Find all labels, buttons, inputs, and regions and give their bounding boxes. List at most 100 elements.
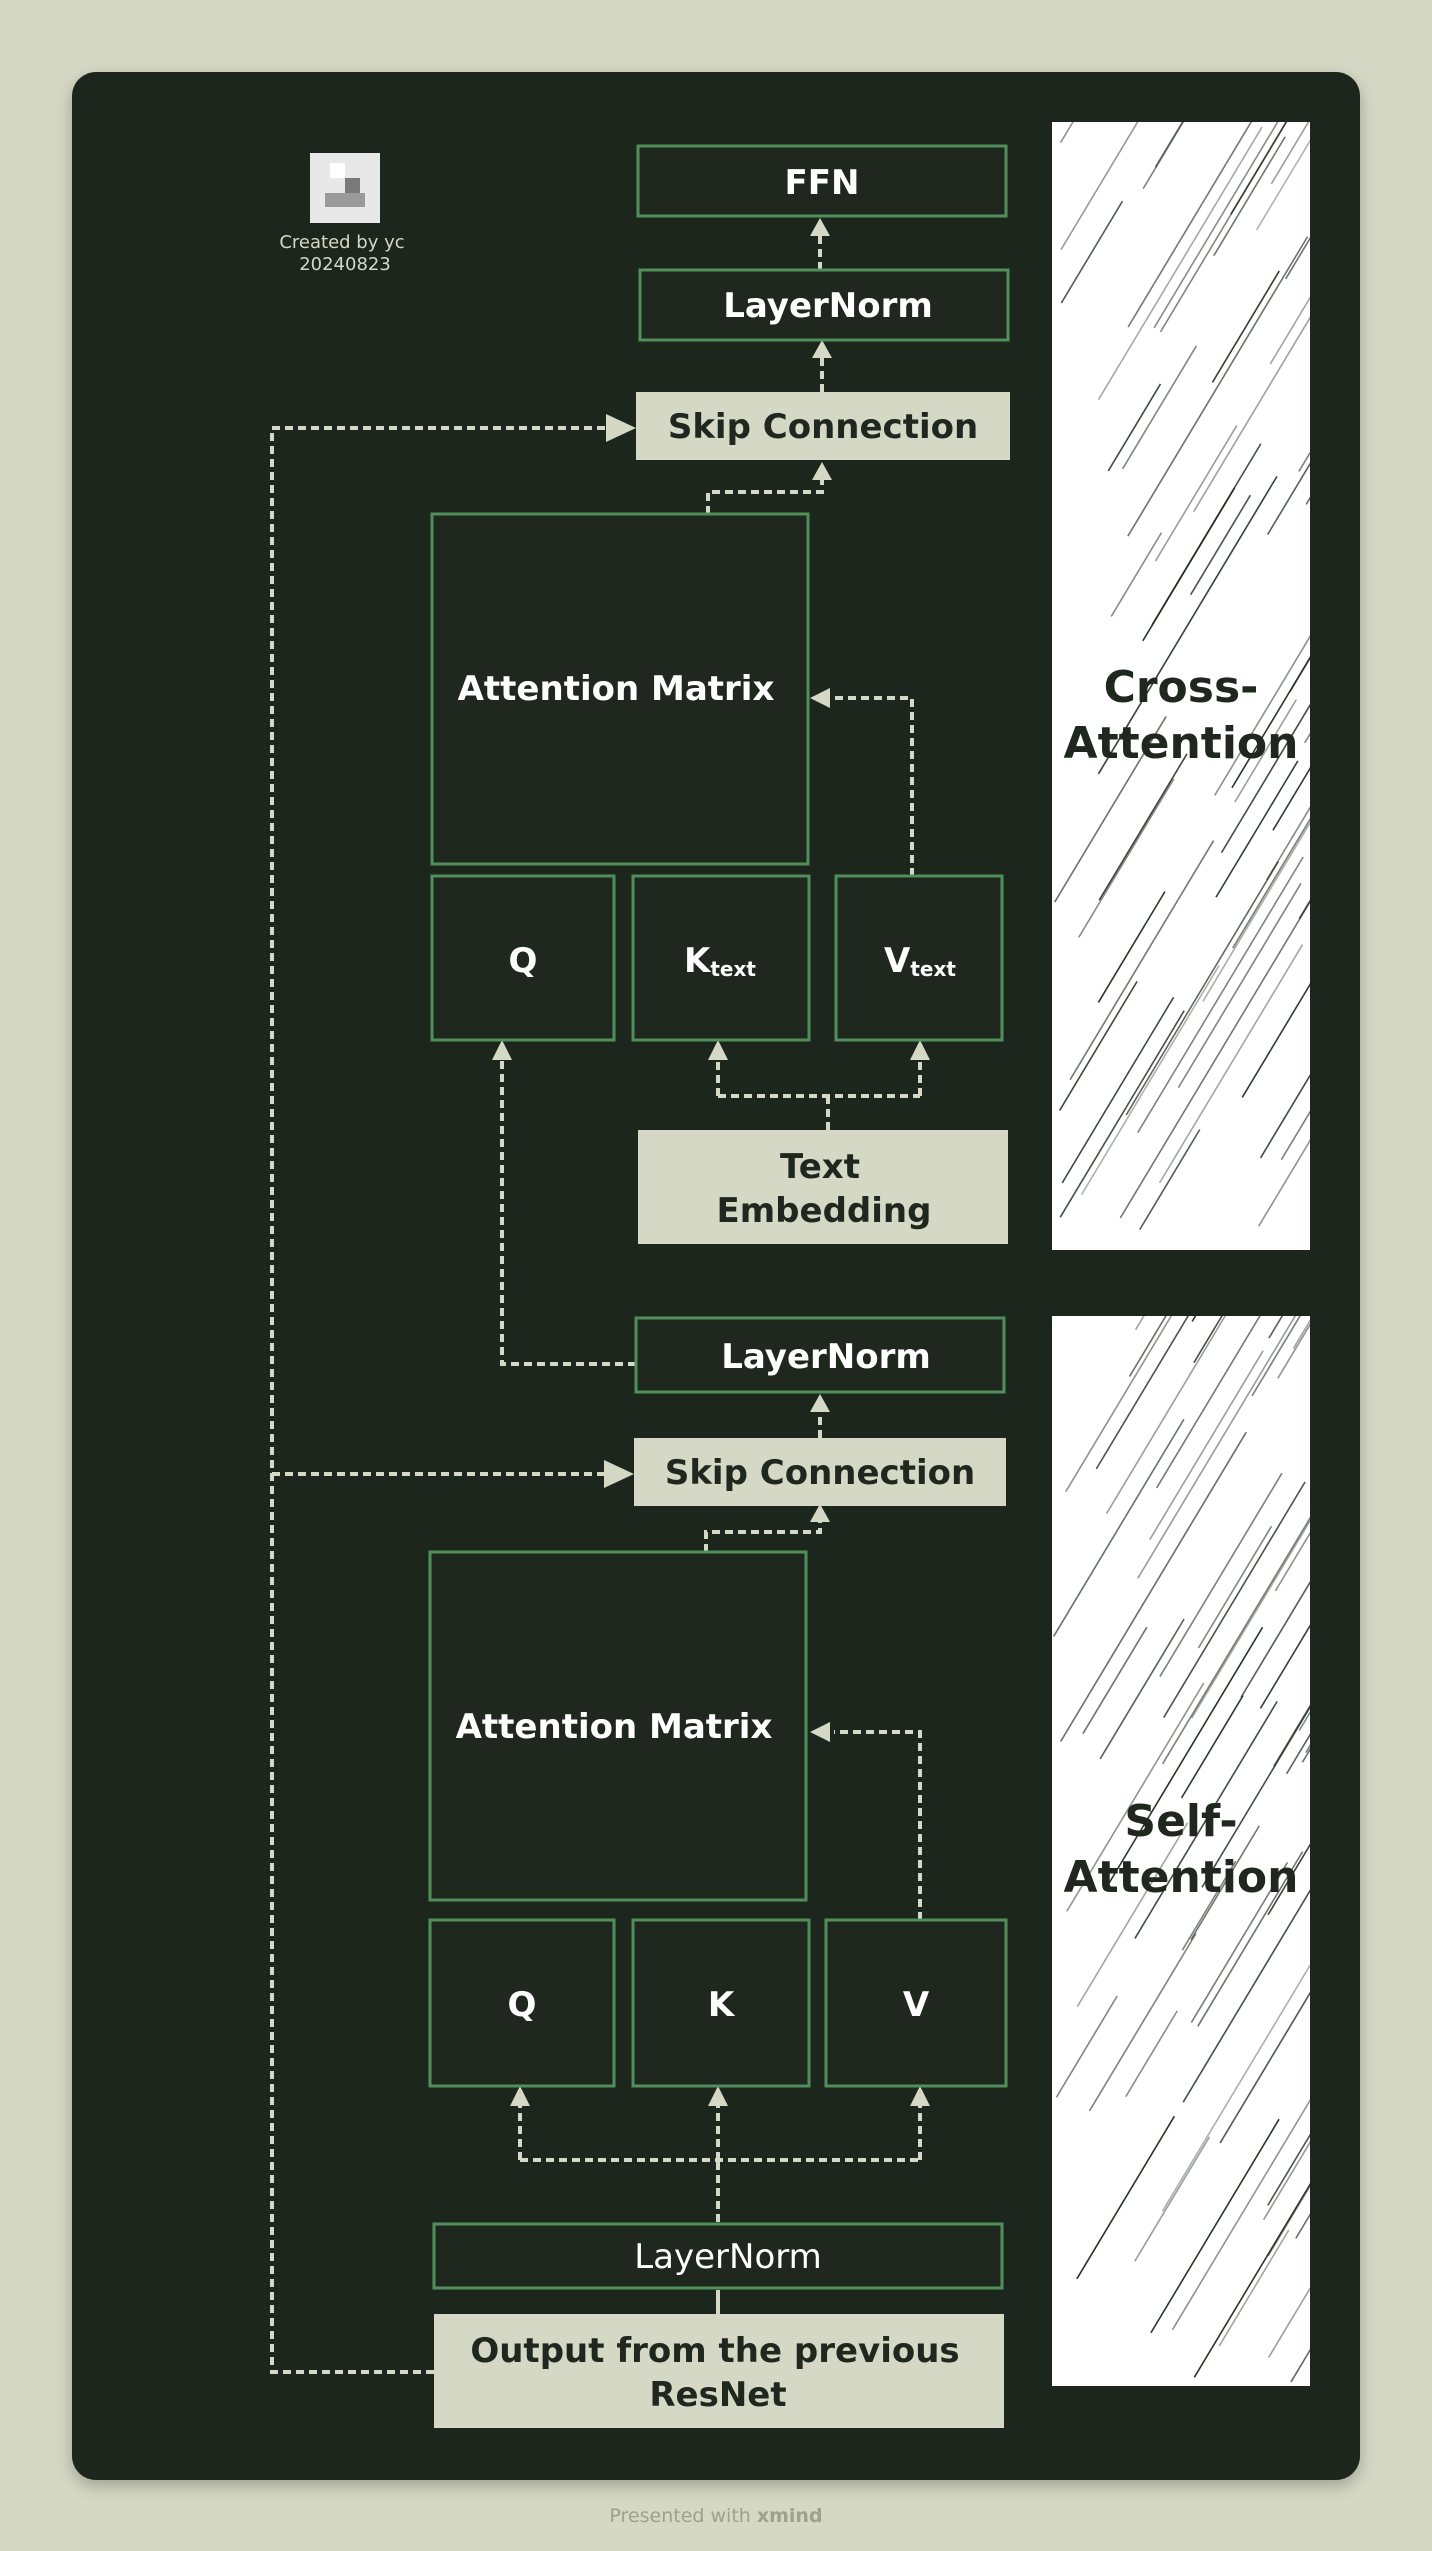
hatch-stroke: [1121, 345, 1198, 470]
q-self-node: Q: [428, 1918, 616, 2088]
hatch-stroke: [1153, 122, 1279, 329]
hatch-stroke: [1059, 1431, 1247, 1742]
ffn-label: FFN: [785, 163, 860, 203]
hatch-stroke: [1161, 1963, 1310, 2212]
hatch-stroke: [1269, 296, 1310, 365]
k-self-label: K: [708, 1985, 736, 2025]
hatch-stroke: [1110, 532, 1163, 617]
arrow-attn-skip-cross: [812, 462, 832, 480]
hatch-stroke: [1230, 122, 1288, 215]
hatch-stroke: [1182, 1889, 1310, 2103]
self-attention-label-2: Attention: [1064, 1852, 1299, 1903]
attention-matrix-self-label: Attention Matrix: [456, 1707, 773, 1747]
hatch-stroke: [1267, 1843, 1310, 1916]
ffn-node: FFN: [636, 144, 1008, 218]
previous-resnet-label-2: ResNet: [649, 2375, 786, 2415]
residual-edge-main: [270, 426, 610, 2374]
hatch-stroke: [1280, 1110, 1310, 1161]
hatch-stroke: [1099, 1618, 1185, 1760]
text-embedding-label-1: Text: [780, 1147, 860, 1187]
hatch-stroke: [1125, 861, 1279, 1116]
layernorm-top-label: LayerNorm: [723, 286, 933, 326]
hatch-stroke: [1080, 964, 1220, 1196]
arrow-attn-skip-self: [810, 1504, 830, 1522]
hatch-stroke: [1139, 1129, 1201, 1231]
hatch-stroke: [1060, 200, 1124, 304]
v-text-main: V: [884, 941, 911, 981]
attention-matrix-self-node: Attention Matrix: [428, 1550, 808, 1902]
hatch-stroke: [1190, 1862, 1289, 2024]
hatch-stroke: [1076, 1822, 1189, 2008]
hatch-stroke: [1097, 891, 1166, 1003]
hatch-stroke: [1055, 1995, 1118, 2098]
hatch-stroke: [1270, 122, 1310, 185]
hatch-stroke: [1105, 1316, 1227, 1514]
hatch-stroke: [1137, 1316, 1297, 1579]
previous-resnet-label-1: Output from the previous: [470, 2331, 959, 2371]
hatch-stroke: [1197, 1525, 1273, 1649]
v-self-node: V: [824, 1918, 1008, 2088]
hatch-stroke: [1098, 753, 1188, 901]
skip-connection-self-node: Skip Connection: [634, 1438, 1006, 1506]
hatch-stroke: [1059, 122, 1074, 144]
hatch-stroke: [1259, 1624, 1310, 1709]
q-cross-node: Q: [430, 874, 616, 1042]
hatch-stroke: [1197, 1851, 1304, 2027]
v-self-label: V: [903, 1985, 930, 2025]
arrow-ln-ffn: [810, 218, 830, 236]
hatch-stroke: [1219, 1991, 1310, 2144]
hatch-stroke: [1214, 635, 1310, 796]
hatch-stroke: [1088, 1933, 1197, 2112]
hatch-stroke: [1054, 716, 1167, 903]
hatch-stroke: [1127, 236, 1309, 537]
self-attention-panel: [1052, 1316, 1310, 2386]
cross-attention-panel: [1052, 122, 1310, 1250]
hatch-stroke: [1193, 1316, 1223, 1364]
hatch-stroke: [1177, 882, 1302, 1089]
hatch-stroke: [1065, 1316, 1173, 1493]
layernorm-mid-label: LayerNorm: [721, 1337, 931, 1377]
hatch-stroke: [1267, 2184, 1310, 2257]
credit-author: Created by yc: [279, 232, 404, 253]
k-text-main: K: [684, 941, 712, 981]
hatch-stroke: [1285, 1733, 1310, 1775]
hatch-stroke: [1181, 1860, 1237, 1951]
hatch-stroke: [1190, 1825, 1260, 1941]
hatch-stroke: [1232, 817, 1310, 949]
hatch-stroke: [1193, 2182, 1310, 2378]
hatch-stroke: [1142, 122, 1185, 190]
hatch-stroke: [1095, 1316, 1189, 1470]
edge-attn-skip-cross: [706, 480, 824, 514]
hatch-stroke: [1215, 760, 1299, 898]
hatch-stroke: [1277, 1323, 1310, 1379]
arrow-v-self: [910, 2086, 930, 2106]
arrow-q-self: [510, 2086, 530, 2106]
hatch-stroke: [1213, 136, 1286, 257]
hatch-stroke: [1211, 270, 1280, 383]
hatch-stroke: [1202, 821, 1310, 1002]
hatch-stroke: [1154, 425, 1238, 562]
hatch-stroke: [1076, 2115, 1176, 2280]
hatch-stroke: [1134, 2136, 1211, 2262]
arrow-v-cross: [910, 1040, 930, 1060]
creator-logo: [310, 153, 380, 223]
hatch-stroke: [1137, 856, 1304, 1134]
hatch-stroke: [1218, 2229, 1290, 2347]
hatch-stroke: [1220, 703, 1310, 854]
hatch-stroke: [1128, 1316, 1167, 1377]
hatch-stroke: [1189, 494, 1252, 596]
v-text-label: Vtext: [884, 941, 956, 981]
hatch-stroke: [1234, 699, 1297, 803]
layernorm-top-node: LayerNorm: [638, 268, 1010, 342]
edge-ln-q-cross: [500, 1058, 636, 1366]
k-text-node: Ktext: [631, 874, 811, 1042]
hatch-stroke: [1066, 1682, 1205, 1912]
hatch-stroke: [1266, 462, 1310, 535]
hatch-stroke: [1257, 1139, 1310, 1227]
arrow-q-cross: [492, 1040, 512, 1060]
hatch-stroke: [1119, 901, 1310, 1219]
arrow-v-attn-cross: [810, 688, 830, 708]
hatch-stroke: [1267, 2286, 1310, 2358]
footer-credit: Presented with xmind: [609, 2505, 822, 2527]
cross-attention-label-2: Attention: [1064, 718, 1299, 769]
